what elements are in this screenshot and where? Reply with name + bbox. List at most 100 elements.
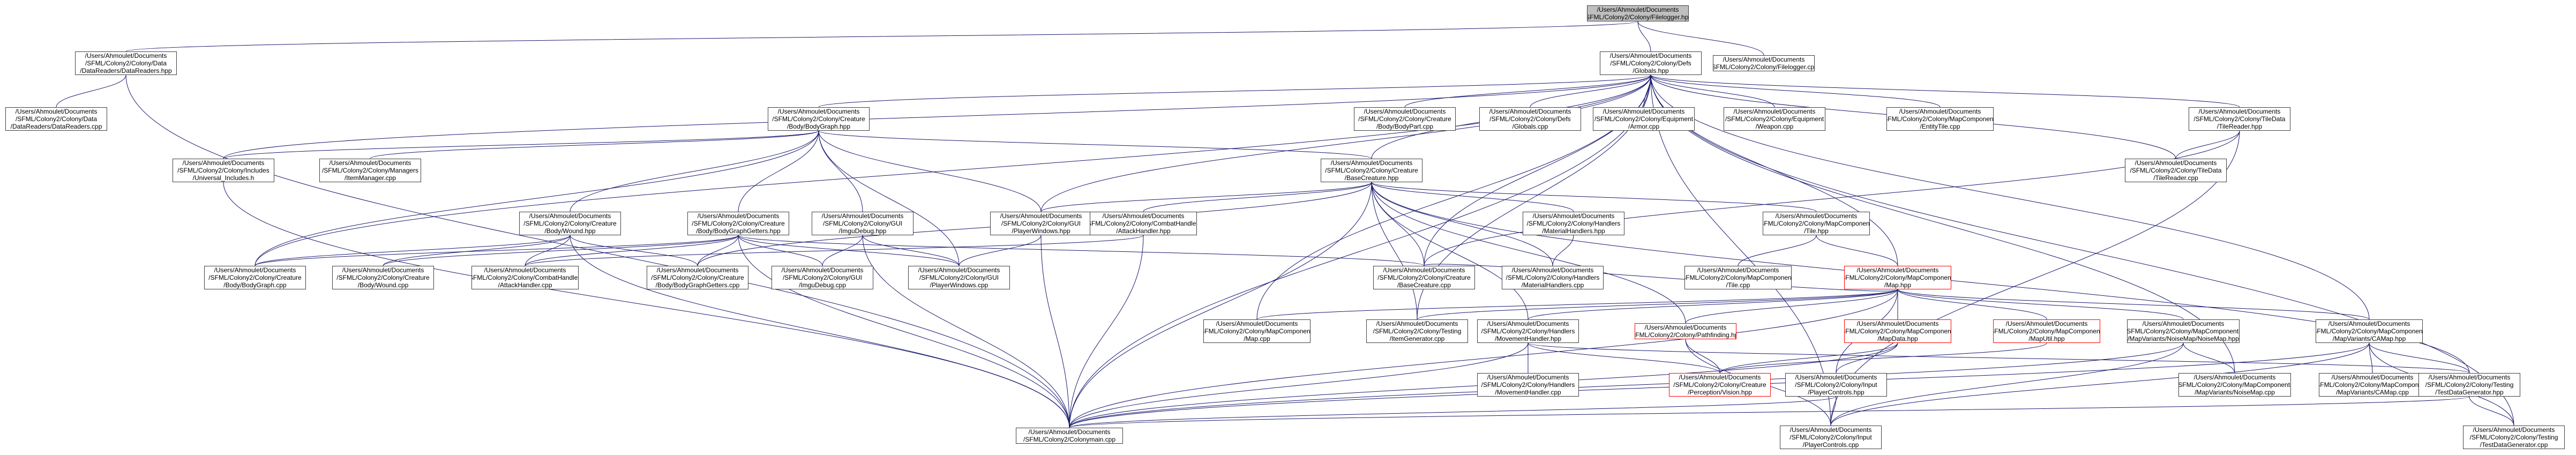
edge-basecreature-hpp-to-movementhandler-hpp <box>1369 178 1529 320</box>
edge-filelogger-hpp-to-datareaders-hpp <box>125 17 1641 52</box>
graph-node-globals-cpp[interactable]: /Users/Ahmoulet/Documents /SFML/Colony2/… <box>1479 107 1581 131</box>
edge-basecreature-hpp-to-attackhandler-hpp <box>1143 178 1374 212</box>
edge-imgudebug-hpp-to-playerwindows-cpp <box>860 231 960 266</box>
graph-node-bodygraph-cpp[interactable]: /Users/Ahmoulet/Documents /SFML/Colony2/… <box>204 266 306 289</box>
graph-node-attackhandler-hpp[interactable]: /Users/Ahmoulet/Documents /SFML/Colony2/… <box>1090 212 1197 235</box>
edge-map-hpp-to-camap-hpp <box>1896 285 2370 320</box>
graph-node-noisemap-cpp[interactable]: /Users/Ahmoulet/Documents /SFML/Colony2/… <box>2178 373 2291 397</box>
edge-bodygraph-hpp-to-playerwindows-cpp <box>817 126 960 266</box>
graph-node-datareaders-hpp[interactable]: /Users/Ahmoulet/Documents /SFML/Colony2/… <box>75 51 177 75</box>
graph-node-weapon-cpp[interactable]: /Users/Ahmoulet/Documents /SFML/Colony2/… <box>1724 107 1825 131</box>
edge-map-hpp-to-pathfinding-hpp <box>1685 285 1900 324</box>
graph-node-camap-cpp[interactable]: /Users/Ahmoulet/Documents /SFML/Colony2/… <box>2319 373 2426 397</box>
graph-node-tilereader-cpp[interactable]: /Users/Ahmoulet/Documents /SFML/Colony2/… <box>2125 159 2227 182</box>
graph-node-bodygraphgetters-cpp[interactable]: /Users/Ahmoulet/Documents /SFML/Colony2/… <box>647 266 748 289</box>
edge-universal-includes-h-to-colonymain-cpp <box>221 178 1070 428</box>
edge-basecreature-hpp-to-pathfinding-hpp <box>1369 178 1686 324</box>
edge-basecreature-hpp-to-materialhandlers-cpp <box>1369 178 1553 266</box>
graph-node-perceptionvision-hpp[interactable]: /Users/Ahmoulet/Documents /SFML/Colony2/… <box>1669 373 1771 397</box>
graph-node-playerwindows-cpp[interactable]: /Users/Ahmoulet/Documents /SFML/Colony2/… <box>908 266 1010 289</box>
graph-node-filelogger-hpp[interactable]: /Users/Ahmoulet/Documents /SFML/Colony2/… <box>1587 5 1689 21</box>
graph-node-filelogger-cpp[interactable]: /Users/Ahmoulet/Documents /SFML/Colony2/… <box>1713 55 1815 71</box>
edge-globals-hpp-to-playerwindows-hpp <box>1040 71 1653 212</box>
graph-node-itemmanager-cpp[interactable]: /Users/Ahmoulet/Documents /SFML/Colony2/… <box>319 159 421 182</box>
edge-globals-hpp-to-playercontrols-cpp <box>1649 71 1831 426</box>
edge-bodygraphgetters-hpp-to-bodygraph-cpp <box>254 231 740 266</box>
graph-node-pathfinding-hpp[interactable]: /Users/Ahmoulet/Documents /SFML/Colony2/… <box>1635 323 1736 339</box>
edge-globals-hpp-to-bodygraph-hpp <box>818 71 1653 108</box>
graph-node-bodygraphgetters-hpp[interactable]: /Users/Ahmoulet/Documents /SFML/Colony2/… <box>687 212 789 235</box>
edge-bodygraph-hpp-to-bodygraph-cpp <box>254 126 821 266</box>
edge-bodywound-hpp-to-attackhandler-cpp <box>525 231 572 266</box>
edge-tilereader-hpp-to-basecreature-cpp <box>1424 126 2242 266</box>
graph-node-movementhandler-cpp[interactable]: /Users/Ahmoulet/Documents /SFML/Colony2/… <box>1477 373 1579 397</box>
graph-node-playercontrols-cpp[interactable]: /Users/Ahmoulet/Documents /SFML/Colony2/… <box>1780 426 1882 449</box>
edge-movementhandler-hpp-to-colonymain-cpp <box>1069 339 1530 428</box>
graph-node-camap-hpp[interactable]: /Users/Ahmoulet/Documents /SFML/Colony2/… <box>2316 319 2423 343</box>
graph-node-materialhandlers-cpp[interactable]: /Users/Ahmoulet/Documents /SFML/Colony2/… <box>1502 266 1604 289</box>
edge-bodygraphgetters-hpp-to-playerwindows-cpp <box>736 231 960 266</box>
graph-node-bodypart-cpp[interactable]: /Users/Ahmoulet/Documents /SFML/Colony2/… <box>1354 107 1456 131</box>
edge-globals-hpp-to-camap-hpp <box>1649 71 2370 320</box>
edge-globals-hpp-to-bodypart-cpp <box>1404 71 1653 108</box>
edge-attackhandler-hpp-to-attackhandler-cpp <box>525 231 1145 266</box>
edge-bodywound-hpp-to-bodygraph-cpp <box>254 231 572 266</box>
graph-node-tilereader-hpp[interactable]: /Users/Ahmoulet/Documents /SFML/Colony2/… <box>2189 107 2290 131</box>
edge-map-hpp-to-maputil-hpp <box>1896 285 2047 320</box>
edge-map-hpp-to-colonymain-cpp <box>1069 285 1900 428</box>
edge-movementhandler-hpp-to-perceptionvision-hpp <box>1526 339 1720 374</box>
edge-filelogger-hpp-to-filelogger-cpp <box>1636 17 1764 56</box>
graph-node-basecreature-cpp[interactable]: /Users/Ahmoulet/Documents /SFML/Colony2/… <box>1373 266 1475 289</box>
edge-bodygraph-hpp-to-basecreature-hpp <box>817 126 1372 159</box>
graph-node-map-hpp[interactable]: /Users/Ahmoulet/Documents /SFML/Colony2/… <box>1844 266 1951 289</box>
edge-filelogger-hpp-to-globals-hpp <box>1636 17 1651 52</box>
graph-node-universal-includes-h[interactable]: /Users/Ahmoulet/Documents /SFML/Colony2/… <box>173 159 274 182</box>
edge-noisemap-hpp-to-noisemap-cpp <box>2181 339 2235 374</box>
edge-map-hpp-to-movementhandler-hpp <box>1527 285 1900 320</box>
edge-basecreature-hpp-to-tile-hpp <box>1369 178 1817 212</box>
edge-globals-hpp-to-universal-includes-h <box>223 71 1653 159</box>
edge-bodygraph-hpp-to-bodygraphgetters-hpp <box>738 126 821 212</box>
graph-node-attackhandler-cpp[interactable]: /Users/Ahmoulet/Documents /SFML/Colony2/… <box>471 266 579 289</box>
edge-bodygraphgetters-hpp-to-bodygraphgetters-cpp <box>697 231 740 266</box>
graph-node-bodywound-cpp[interactable]: /Users/Ahmoulet/Documents /SFML/Colony2/… <box>332 266 434 289</box>
graph-node-colonymain-cpp[interactable]: /Users/Ahmoulet/Documents /SFML/Colony2/… <box>1016 428 1123 444</box>
graph-node-map-cpp[interactable]: /Users/Ahmoulet/Documents /SFML/Colony2/… <box>1203 319 1311 343</box>
graph-node-itemgenerator-cpp[interactable]: /Users/Ahmoulet/Documents /SFML/Colony2/… <box>1366 319 1468 343</box>
graph-node-mapdata-hpp[interactable]: /Users/Ahmoulet/Documents /SFML/Colony2/… <box>1844 319 1951 343</box>
edge-basecreature-hpp-to-playerwindows-hpp <box>1040 178 1374 212</box>
edge-noisemap-hpp-to-colonymain-cpp <box>1069 339 2185 428</box>
edge-basecreature-hpp-to-materialhandlers-hpp <box>1369 178 1574 212</box>
graph-node-testdatagenerator-cpp[interactable]: /Users/Ahmoulet/Documents /SFML/Colony2/… <box>2463 426 2565 449</box>
graph-node-movementhandler-hpp[interactable]: /Users/Ahmoulet/Documents /SFML/Colony2/… <box>1477 319 1579 343</box>
graph-node-playerwindows-hpp[interactable]: /Users/Ahmoulet/Documents /SFML/Colony2/… <box>990 212 1092 235</box>
graph-node-imgudebug-cpp[interactable]: /Users/Ahmoulet/Documents /SFML/Colony2/… <box>772 266 873 289</box>
graph-node-entitytile-cpp[interactable]: /Users/Ahmoulet/Documents /SFML/Colony2/… <box>1886 107 1994 131</box>
edge-bodywound-hpp-to-colonymain-cpp <box>568 231 1070 428</box>
graph-node-basecreature-hpp[interactable]: /Users/Ahmoulet/Documents /SFML/Colony2/… <box>1321 159 1422 182</box>
graph-node-tile-hpp[interactable]: /Users/Ahmoulet/Documents /SFML/Colony2/… <box>1763 212 1870 235</box>
graph-node-materialhandlers-hpp[interactable]: /Users/Ahmoulet/Documents /SFML/Colony2/… <box>1523 212 1624 235</box>
graph-node-datareaders-cpp[interactable]: /Users/Ahmoulet/Documents /SFML/Colony2/… <box>5 107 107 131</box>
edge-map-hpp-to-noisemap-hpp <box>1896 285 2184 320</box>
edge-globals-hpp-to-entitytile-cpp <box>1649 71 1941 108</box>
edge-datareaders-hpp-to-datareaders-cpp <box>56 71 128 108</box>
graph-node-globals-hpp[interactable]: /Users/Ahmoulet/Documents /SFML/Colony2/… <box>1600 51 1702 75</box>
graph-node-testdatagenerator-hpp[interactable]: /Users/Ahmoulet/Documents /SFML/Colony2/… <box>2418 373 2520 397</box>
edge-bodygraph-hpp-to-itemmanager-cpp <box>370 126 821 159</box>
edge-mapdata-hpp-to-playercontrols-hpp <box>1836 339 1900 374</box>
graph-node-maputil-hpp[interactable]: /Users/Ahmoulet/Documents /SFML/Colony2/… <box>1993 319 2100 343</box>
edge-bodygraphgetters-hpp-to-imgudebug-cpp <box>736 231 823 266</box>
edge-playercontrols-hpp-to-colonymain-cpp <box>1069 392 1838 428</box>
edge-bodygraph-hpp-to-bodywound-hpp <box>570 126 821 212</box>
graph-node-armor-cpp[interactable]: /Users/Ahmoulet/Documents /SFML/Colony2/… <box>1593 107 1695 131</box>
graph-node-noisemap-hpp[interactable]: /Users/Ahmoulet/Documents /SFML/Colony2/… <box>2127 319 2240 343</box>
graph-node-bodygraph-hpp[interactable]: /Users/Ahmoulet/Documents /SFML/Colony2/… <box>768 107 870 131</box>
graph-node-tile-cpp[interactable]: /Users/Ahmoulet/Documents /SFML/Colony2/… <box>1684 266 1792 289</box>
graph-node-imgudebug-hpp[interactable]: /Users/Ahmoulet/Documents /SFML/Colony2/… <box>812 212 913 235</box>
graph-node-playercontrols-hpp[interactable]: /Users/Ahmoulet/Documents /SFML/Colony2/… <box>1785 373 1887 397</box>
edge-globals-hpp-to-colonymain-cpp <box>1069 71 1653 428</box>
graph-node-bodywound-hpp[interactable]: /Users/Ahmoulet/Documents /SFML/Colony2/… <box>519 212 621 235</box>
edge-camap-hpp-to-testdatagenerator-hpp <box>2367 339 2470 374</box>
